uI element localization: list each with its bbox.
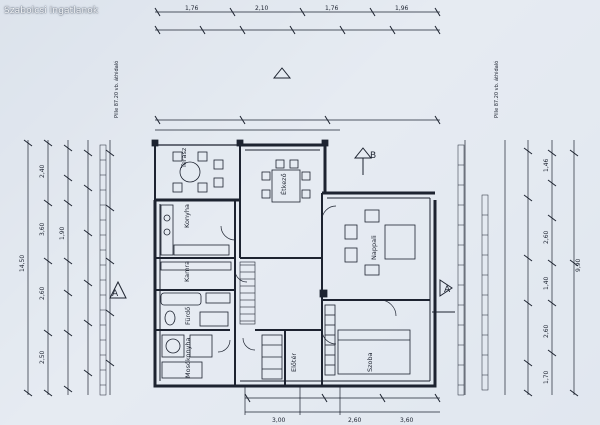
top-dimension-lines <box>154 7 441 131</box>
left-dim-3: 2,60 <box>39 286 46 300</box>
room-label-eloter: Előtér <box>289 353 298 372</box>
right-dimension-lines <box>457 140 579 397</box>
door-swings <box>217 205 397 353</box>
room-label-szoba: Szoba <box>366 352 374 372</box>
room-label-kamra: Kamra <box>183 261 191 282</box>
top-dim-3: 1,76 <box>325 5 339 12</box>
top-dim-2: 2,10 <box>255 5 269 12</box>
left-dim-1: 2,40 <box>39 164 46 178</box>
section-markers <box>109 67 455 313</box>
room-label-terasz: Terasz <box>180 147 188 169</box>
bottom-dim-2: 2,60 <box>348 417 362 424</box>
inner-walls <box>155 145 430 386</box>
right-dim-1: 1,46 <box>543 158 550 172</box>
left-dim-5: 1,90 <box>59 226 66 240</box>
room-label-etkezo: Étkező <box>279 173 288 195</box>
section-mark-a-right: A <box>444 285 451 295</box>
section-mark-b: B <box>370 151 376 161</box>
right-outer-dim: 9,90 <box>575 258 582 272</box>
room-label-mosokonyha: Mosókonyha <box>184 337 192 378</box>
right-dim-3: 1,40 <box>543 276 550 290</box>
right-dim-5: 1,70 <box>543 370 550 384</box>
left-dim-2: 3,60 <box>39 222 46 236</box>
room-label-konyha: Konyha <box>183 204 191 228</box>
top-dim-4: 1,96 <box>395 5 409 12</box>
bottom-dimension-lines <box>244 386 441 415</box>
lintel-note-right: Pille 87.20 vb. áthidaló <box>493 61 500 118</box>
room-label-furdo: Fürdő <box>183 307 192 325</box>
bottom-dim-3: 3,60 <box>400 417 414 424</box>
right-dim-4: 2,60 <box>543 324 550 338</box>
top-dim-1: 1,76 <box>185 5 199 12</box>
room-label-nappali: Nappali <box>370 235 378 260</box>
outer-walls <box>153 143 437 388</box>
lintel-note-left: Pille 87.20 vb. áthidaló <box>113 61 120 118</box>
right-dim-2: 2,60 <box>543 230 550 244</box>
section-mark-a-left: A <box>112 289 119 299</box>
left-dim-4: 2,50 <box>39 350 46 364</box>
bottom-dim-1: 3,00 <box>272 417 286 424</box>
furniture <box>151 139 416 380</box>
watermark-text: Szabolcsi Ingatlanok <box>4 6 99 16</box>
left-dimension-lines <box>23 139 115 397</box>
left-outer-dim: 14,50 <box>19 255 26 272</box>
